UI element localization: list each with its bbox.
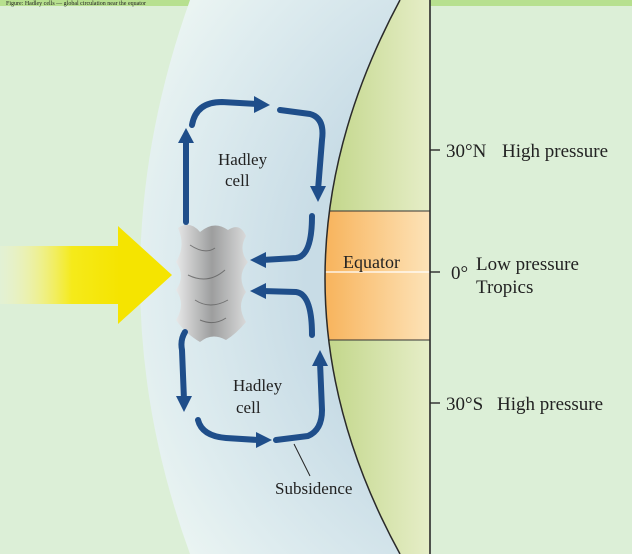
lat-30n-pressure-label: High pressure <box>502 141 608 162</box>
header-text: Figure: Hadley cells — global circulatio… <box>6 1 146 7</box>
hadley-lower-label-line1: Hadley <box>233 376 283 395</box>
lat-30s-pressure-label: High pressure <box>497 394 603 415</box>
lat-0-label: 0° <box>451 263 468 284</box>
upper-descend-arrow <box>277 107 326 193</box>
tropics-band <box>325 211 430 340</box>
lower-ascend-arrow <box>273 359 325 443</box>
hadley-upper-label-line1: Hadley <box>218 150 268 169</box>
lower-hadley-arrows <box>176 283 328 448</box>
upper-hadley-arrows <box>178 96 326 268</box>
subsidence-label: Subsidence <box>275 479 352 498</box>
lat-30n-label: 30°N <box>446 141 487 162</box>
sun-arrow-icon <box>0 226 172 324</box>
cloud-icon <box>176 224 248 342</box>
hadley-lower-label-line2: cell <box>236 398 261 417</box>
lower-rise-arrow <box>178 329 188 403</box>
upper-top-arrow <box>189 99 261 128</box>
lat-0-region-label: Tropics <box>476 277 533 298</box>
lower-bottom-arrow <box>195 417 261 443</box>
planet-edge <box>324 0 401 554</box>
lat-30s-label: 30°S <box>446 394 483 415</box>
lower-return-arrow <box>259 288 315 338</box>
upper-return-arrow <box>259 213 315 263</box>
lat-0-pressure-label: Low pressure <box>476 254 579 275</box>
hadley-upper-label-line2: cell <box>225 171 250 190</box>
subsidence-leader <box>293 443 311 477</box>
equator-label: Equator <box>343 252 400 272</box>
